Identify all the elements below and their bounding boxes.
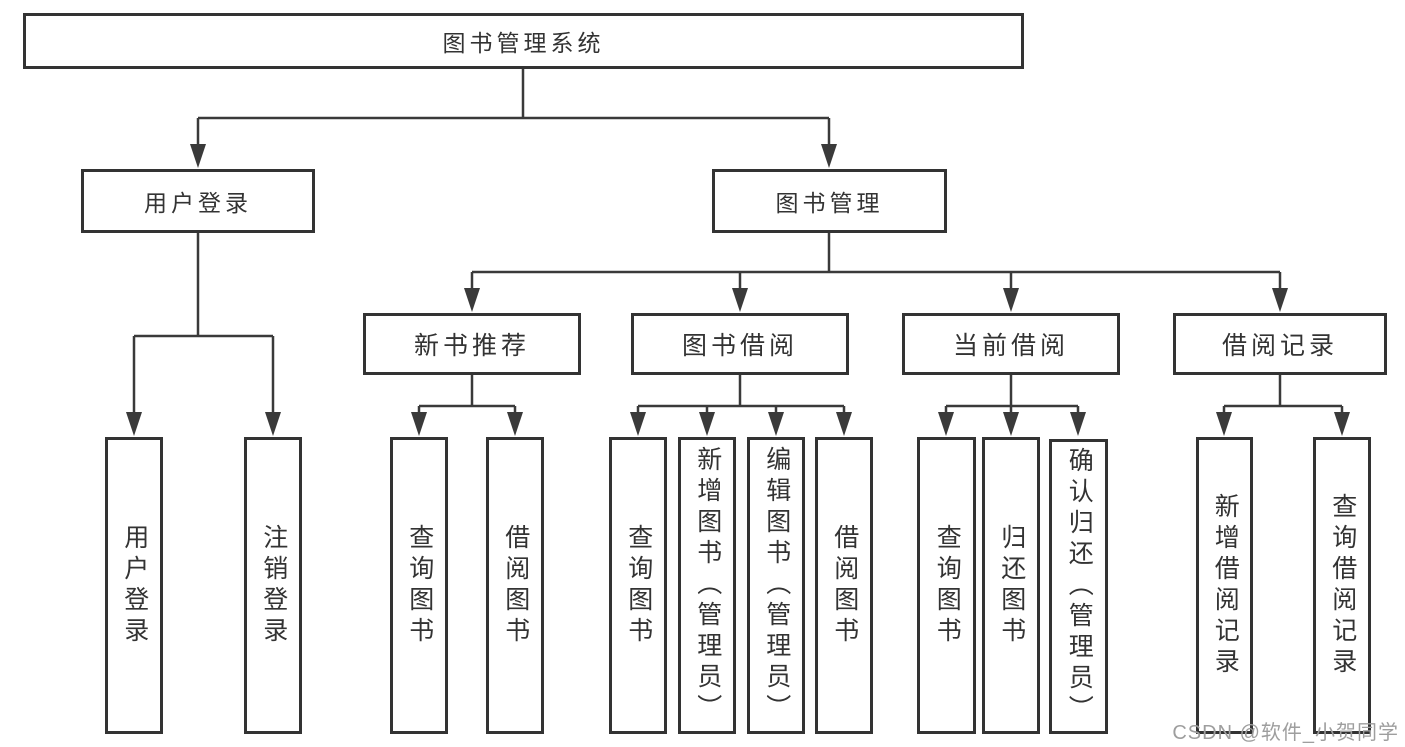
node-book-borrow: 图书借阅 — [631, 313, 849, 375]
node-leaf-add-borrow-record: 新增借阅记录 — [1196, 437, 1253, 734]
node-leaf-query-books-3-label: 查询图书 — [933, 523, 962, 648]
node-leaf-confirm-return-admin-label: 确认归还（管理员） — [1065, 447, 1094, 726]
node-leaf-borrow-books-1: 借阅图书 — [486, 437, 544, 734]
node-new-book-recommend: 新书推荐 — [363, 313, 581, 375]
node-leaf-add-book-admin: 新增图书（管理员） — [678, 437, 736, 734]
node-leaf-edit-book-admin-label: 编辑图书（管理员） — [762, 446, 791, 725]
node-leaf-return-books: 归还图书 — [982, 437, 1040, 734]
node-root-label: 图书管理系统 — [442, 30, 605, 56]
node-book-management: 图书管理 — [712, 169, 947, 233]
node-book-borrow-label: 图书借阅 — [681, 332, 798, 360]
node-leaf-add-book-admin-label: 新增图书（管理员） — [693, 446, 722, 725]
node-leaf-borrow-books-1-label: 借阅图书 — [501, 523, 530, 648]
node-user-login-label: 用户登录 — [144, 190, 252, 216]
node-leaf-query-borrow-record-label: 查询借阅记录 — [1328, 492, 1357, 679]
node-borrow-records-label: 借阅记录 — [1221, 332, 1338, 360]
node-leaf-query-books-1: 查询图书 — [390, 437, 448, 734]
node-leaf-borrow-books-2: 借阅图书 — [815, 437, 873, 734]
node-leaf-edit-book-admin: 编辑图书（管理员） — [747, 437, 805, 734]
node-leaf-query-books-2-label: 查询图书 — [624, 523, 653, 648]
node-leaf-add-borrow-record-label: 新增借阅记录 — [1211, 492, 1240, 679]
node-leaf-borrow-books-2-label: 借阅图书 — [830, 523, 859, 648]
node-user-login: 用户登录 — [81, 169, 315, 233]
node-current-borrow: 当前借阅 — [902, 313, 1120, 375]
node-new-book-recommend-label: 新书推荐 — [413, 332, 530, 360]
node-leaf-logout: 注销登录 — [244, 437, 302, 734]
node-leaf-query-books-3: 查询图书 — [917, 437, 976, 734]
node-leaf-query-books-1-label: 查询图书 — [405, 523, 434, 648]
node-leaf-return-books-label: 归还图书 — [997, 523, 1026, 648]
node-book-management-label: 图书管理 — [775, 190, 884, 216]
node-leaf-confirm-return-admin: 确认归还（管理员） — [1049, 439, 1108, 734]
node-leaf-query-books-2: 查询图书 — [609, 437, 667, 734]
node-leaf-user-login: 用户登录 — [105, 437, 163, 734]
node-root: 图书管理系统 — [23, 13, 1024, 69]
watermark: CSDN @软件_小贺同学 — [1172, 722, 1399, 744]
node-leaf-user-login-label: 用户登录 — [120, 523, 149, 648]
node-leaf-logout-label: 注销登录 — [259, 523, 288, 648]
node-leaf-query-borrow-record: 查询借阅记录 — [1313, 437, 1371, 734]
node-borrow-records: 借阅记录 — [1173, 313, 1387, 375]
node-current-borrow-label: 当前借阅 — [952, 332, 1069, 360]
